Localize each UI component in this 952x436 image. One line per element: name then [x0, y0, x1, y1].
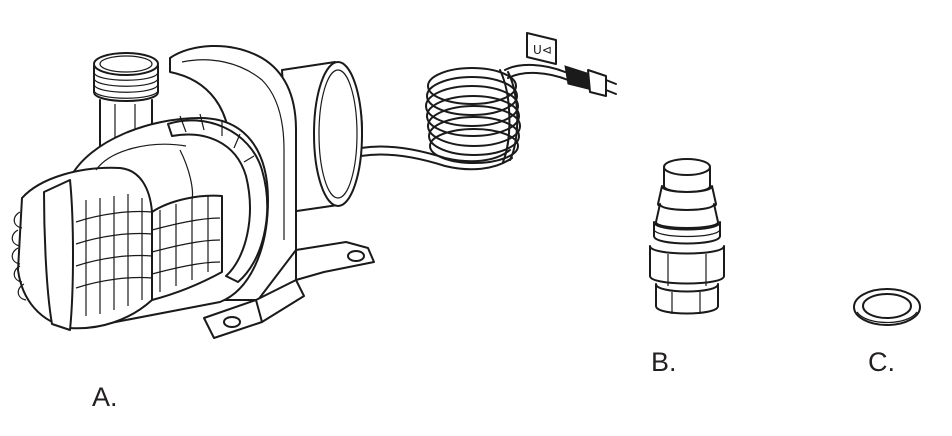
label-hose-fitting: B. [651, 347, 677, 377]
label-pump: A. [92, 382, 118, 412]
power-cord: ᑌ⊲ [344, 32, 617, 171]
label-washer: C. [868, 347, 895, 377]
hose-fitting-drawing [649, 158, 725, 315]
pump-outlet [93, 52, 159, 161]
pump-drawing: ᑌ⊲ [11, 32, 617, 339]
washer-drawing [853, 288, 921, 326]
plug-tag-marking: ᑌ⊲ [533, 43, 552, 57]
pump-body [11, 113, 269, 331]
motor-housing [281, 61, 363, 213]
